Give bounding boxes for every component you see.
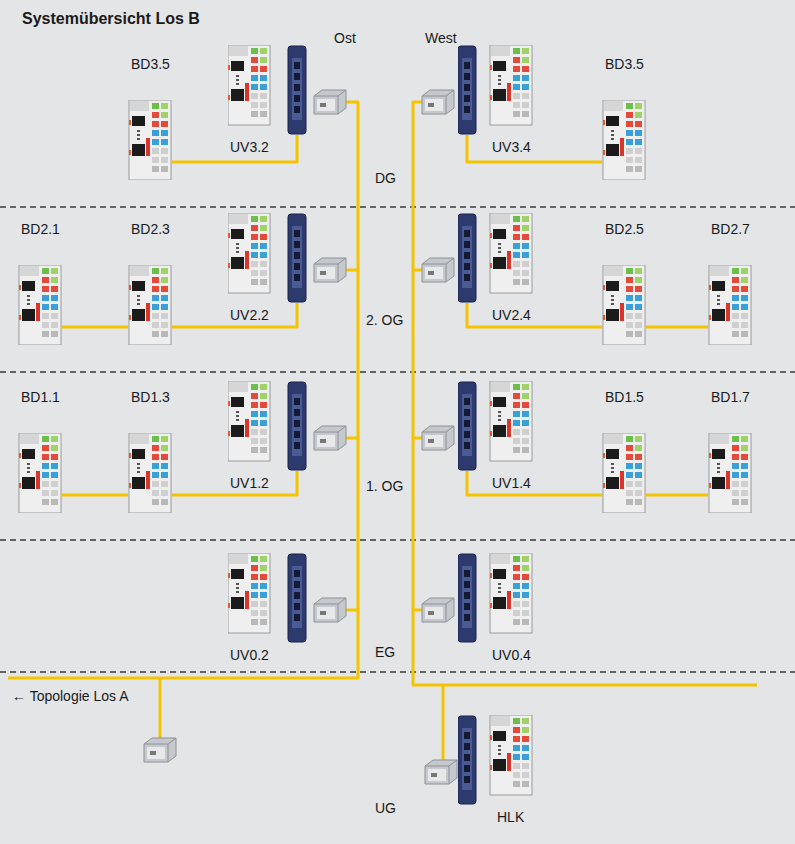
ethernet-cable: [467, 135, 602, 162]
bus-coupler: BD1.3: [128, 433, 172, 513]
distribution-box: UV3.2: [228, 45, 310, 135]
device-label: UV1.2: [230, 475, 269, 491]
device-illustration: [602, 265, 646, 345]
device-label: BD1.1: [21, 389, 60, 405]
device-label: BD3.5: [605, 56, 644, 72]
ethernet-cable: [172, 471, 297, 495]
bus-coupler: BD2.1: [18, 265, 62, 345]
ethernet-cable: [467, 303, 602, 327]
device-label: UV1.4: [492, 475, 531, 491]
device-illustration: [128, 100, 172, 180]
distribution-box: HLK: [458, 715, 540, 805]
device-label: UV3.2: [230, 139, 269, 155]
device-label: BD2.1: [21, 221, 60, 237]
side-label: West: [425, 30, 457, 46]
topology-note: ← Topologie Los A: [12, 688, 129, 704]
floor-label: DG: [375, 170, 396, 186]
device-illustration: [708, 433, 752, 513]
device-illustration: [458, 213, 540, 303]
bus-coupler: BD2.7: [708, 265, 752, 345]
device-illustration: [228, 381, 310, 471]
distribution-box: UV3.4: [458, 45, 540, 135]
device-label: UV2.2: [230, 307, 269, 323]
distribution-box: UV0.4: [458, 553, 540, 643]
device-label: HLK: [497, 809, 524, 825]
floor-label: 2. OG: [366, 312, 403, 328]
diagram-title: Systemübersicht Los B: [22, 10, 200, 28]
ethernet-cable: [646, 494, 708, 497]
device-label: BD1.3: [131, 389, 170, 405]
distribution-box: UV2.2: [228, 213, 310, 303]
device-label: BD2.3: [131, 221, 170, 237]
floor-label: UG: [375, 800, 396, 816]
device-label: BD1.7: [711, 389, 750, 405]
bus-coupler: BD3.5: [128, 100, 172, 180]
device-label: BD3.5: [131, 56, 170, 72]
floor-label: 1. OG: [366, 478, 403, 494]
distribution-box: UV1.4: [458, 381, 540, 471]
device-label: UV0.2: [230, 647, 269, 663]
distribution-box: UV1.2: [228, 381, 310, 471]
side-label: Ost: [334, 30, 356, 46]
floor-label: EG: [375, 644, 395, 660]
bus-coupler: BD2.3: [128, 265, 172, 345]
device-label: UV3.4: [492, 139, 531, 155]
bus-coupler: BD1.7: [708, 433, 752, 513]
device-label: UV0.4: [492, 647, 531, 663]
ethernet-cable: [172, 135, 297, 162]
distribution-box: UV2.4: [458, 213, 540, 303]
device-illustration: [708, 265, 752, 345]
device-label: BD1.5: [605, 389, 644, 405]
device-label: BD2.7: [711, 221, 750, 237]
device-illustration: [602, 433, 646, 513]
device-label: UV2.4: [492, 307, 531, 323]
device-illustration: [228, 553, 310, 643]
device-illustration: [228, 45, 310, 135]
device-illustration: [458, 553, 540, 643]
device-illustration: [128, 433, 172, 513]
ethernet-cable: [62, 326, 128, 329]
bus-coupler: BD1.1: [18, 433, 62, 513]
bus-coupler: BD3.5: [602, 100, 646, 180]
ethernet-cable: [62, 494, 128, 497]
device-illustration: [228, 213, 310, 303]
device-illustration: [602, 100, 646, 180]
device-illustration: [128, 265, 172, 345]
ethernet-cable: [467, 471, 602, 495]
ethernet-cable: [646, 326, 708, 329]
device-illustration: [458, 381, 540, 471]
device-illustration: [18, 265, 62, 345]
distribution-box: UV0.2: [228, 553, 310, 643]
device-illustration: [458, 715, 540, 805]
device-label: BD2.5: [605, 221, 644, 237]
device-illustration: [18, 433, 62, 513]
bus-coupler: BD2.5: [602, 265, 646, 345]
bus-coupler: BD1.5: [602, 433, 646, 513]
device-illustration: [458, 45, 540, 135]
ethernet-cable: [172, 303, 297, 327]
